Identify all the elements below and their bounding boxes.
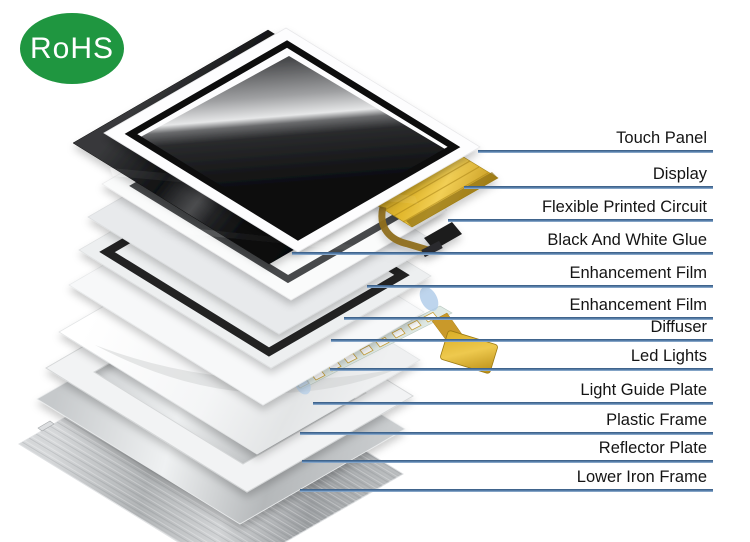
leader-line-display bbox=[464, 186, 713, 189]
leader-line-lower-iron-frame bbox=[300, 489, 713, 492]
layer-label-display: Display bbox=[652, 165, 707, 183]
leader-line-touch-panel bbox=[478, 150, 713, 153]
leader-line-enhancement-film bbox=[344, 317, 713, 320]
layer-art-touch-panel bbox=[103, 27, 481, 253]
leader-line-black-and-white-glue bbox=[292, 252, 713, 255]
layer-label-light-guide-plate: Light Guide Plate bbox=[580, 381, 707, 399]
leader-line-reflector-plate bbox=[302, 460, 713, 463]
layer-label-black-and-white-glue: Black And White Glue bbox=[547, 231, 707, 249]
leader-line-light-guide-plate bbox=[313, 402, 713, 405]
layer-label-diffuser: Diffuser bbox=[650, 318, 707, 336]
layer-label-lower-iron-frame: Lower Iron Frame bbox=[576, 468, 707, 486]
leader-line-flexible-printed-circuit bbox=[448, 219, 713, 222]
layer-label-touch-panel: Touch Panel bbox=[616, 129, 707, 147]
rohs-badge-text: RoHS bbox=[29, 31, 115, 65]
leader-line-diffuser bbox=[331, 339, 713, 342]
leader-line-led-lights bbox=[330, 368, 713, 371]
layer-label-enhancement-film-2: Enhancement Film bbox=[569, 296, 707, 314]
rohs-badge: RoHS bbox=[20, 13, 124, 84]
leader-line-enhancement-film bbox=[367, 285, 713, 288]
layer-label-flexible-printed-circuit: Flexible Printed Circuit bbox=[541, 198, 707, 216]
layer-label-led-lights: Led Lights bbox=[630, 347, 707, 365]
layer-label-enhancement-film-1: Enhancement Film bbox=[569, 264, 707, 282]
leader-line-plastic-frame bbox=[300, 432, 713, 435]
layer-label-reflector-plate: Reflector Plate bbox=[598, 439, 707, 457]
layer-label-plastic-frame: Plastic Frame bbox=[606, 411, 707, 429]
